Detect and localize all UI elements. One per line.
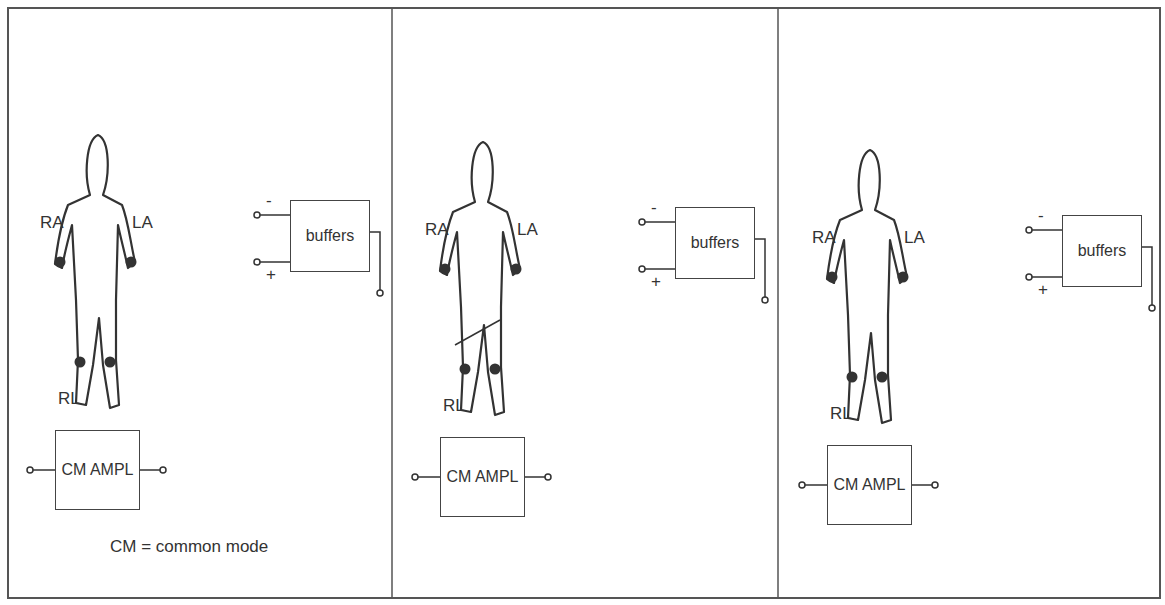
amplifier-box: CM AMPL: [440, 437, 525, 517]
box-text: buffers: [691, 233, 740, 253]
box-text: CM AMPL: [446, 467, 518, 487]
box-text: CM AMPL: [61, 460, 133, 480]
amplifier-box: CM AMPL: [55, 430, 140, 510]
electrode-label: RA: [425, 221, 449, 240]
box-text: buffers: [306, 226, 355, 246]
terminal-sign: -: [651, 199, 657, 218]
box-text: CM AMPL: [833, 475, 905, 495]
buffer-box: buffers: [1062, 215, 1142, 287]
box-text: buffers: [1078, 241, 1127, 261]
electrode-label: LA: [517, 221, 538, 240]
terminal-sign: -: [266, 192, 272, 211]
terminal-sign: -: [1038, 207, 1044, 226]
electrode-label: LA: [132, 214, 153, 233]
electrode-label: RL: [443, 397, 465, 416]
electrode-label: RL: [58, 390, 80, 409]
electrode-label: LA: [904, 229, 925, 248]
terminal-sign: +: [1038, 281, 1048, 300]
electrode-label: RL: [830, 405, 852, 424]
electrode-label: RA: [40, 214, 64, 233]
buffer-box: buffers: [290, 200, 370, 272]
terminal-sign: +: [651, 273, 661, 292]
buffer-box: buffers: [675, 207, 755, 279]
electrode-label: RA: [812, 229, 836, 248]
caption-note: CM = common mode: [110, 538, 268, 557]
amplifier-box: CM AMPL: [827, 445, 912, 525]
terminal-sign: +: [266, 266, 276, 285]
